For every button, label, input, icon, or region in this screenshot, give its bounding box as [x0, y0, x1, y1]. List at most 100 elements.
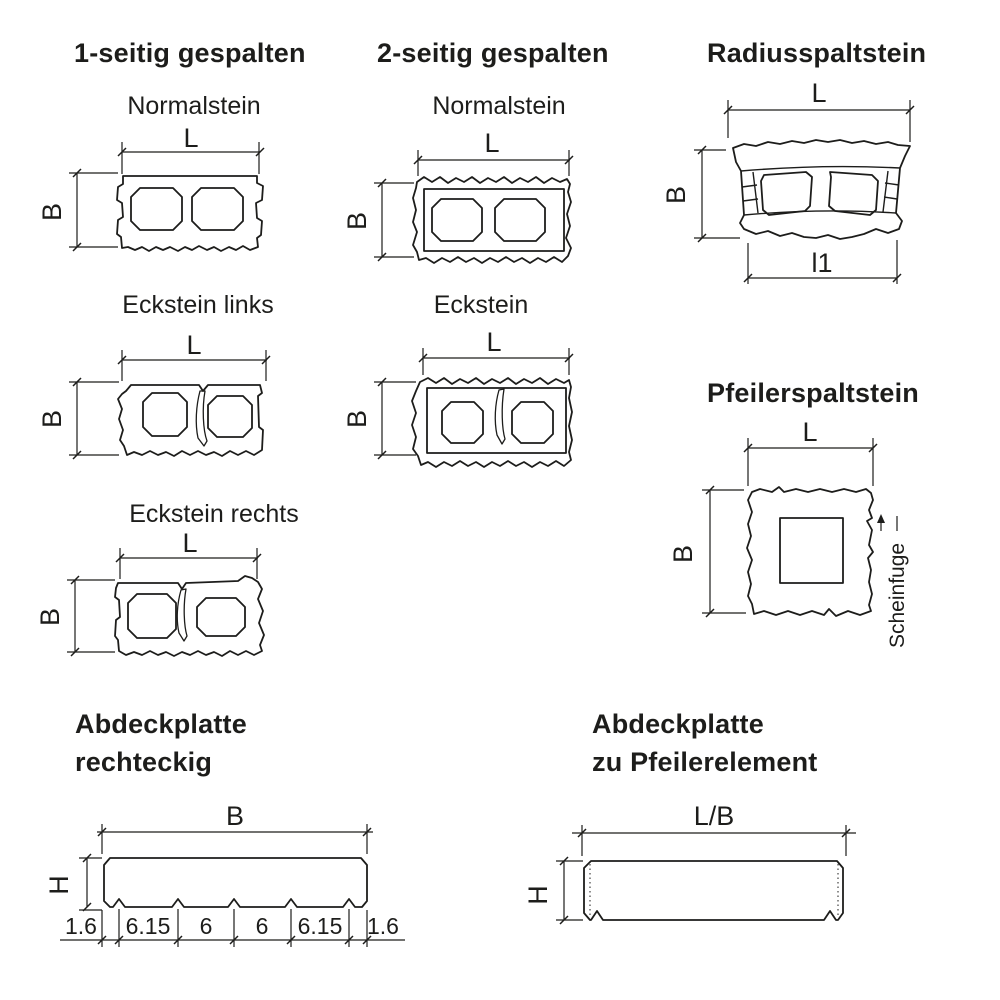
block-outline	[732, 139, 911, 240]
scheinfuge-joint-line	[195, 390, 208, 447]
dim-label-length: L	[811, 78, 826, 108]
dimension-ticks	[705, 443, 878, 618]
block-face-rect	[423, 188, 565, 252]
dim-label-width: B	[37, 410, 67, 428]
drawing-abdeckplatte-pfeilerelement: L/B H	[523, 801, 856, 925]
scheinfuge-arrow-shaft	[880, 516, 898, 531]
section-title-abdeckplatte-rechteckig-line2: rechteckig	[75, 747, 212, 777]
block-outline	[412, 176, 572, 264]
drawing-label: Eckstein	[434, 291, 528, 319]
dim-label-width: B	[342, 410, 372, 428]
dimension-lines	[556, 825, 856, 921]
mortar-strip-lines	[741, 170, 900, 214]
dim-label-width: B	[226, 801, 244, 831]
dim-segment-1: 6.15	[126, 913, 171, 939]
scheinfuge-arrow-icon	[877, 514, 885, 523]
drawing-eckstein-rechts: Eckstein rechts L B	[35, 500, 299, 657]
block-outline	[746, 486, 874, 617]
section-title-abdeckplatte-rechteckig-line1: Abdeckplatte	[75, 709, 247, 739]
dim-segment-4: 6.15	[298, 913, 343, 939]
dim-label-height: H	[523, 885, 553, 905]
dim-label-width: B	[668, 545, 698, 563]
block-hole-left	[142, 392, 188, 437]
dimension-lines	[694, 100, 911, 284]
section-title-pfeilerspaltstein: Pfeilerspaltstein	[707, 378, 919, 408]
block-outline	[411, 377, 573, 468]
dim-segment-3: 6	[256, 913, 269, 939]
section-title-abdeckplatte-pfeiler-line2: zu Pfeilerelement	[592, 747, 817, 777]
dimension-lines	[60, 824, 405, 947]
block-outline	[116, 175, 264, 252]
scheinfuge-joint-line	[494, 388, 506, 445]
dimension-ticks	[377, 353, 574, 460]
dimension-ticks	[82, 827, 372, 945]
dim-label-length: L/B	[694, 801, 735, 831]
section-title-abdeckplatte-pfeiler-line1: Abdeckplatte	[592, 709, 764, 739]
plate-outline	[103, 857, 368, 908]
dimension-lines	[69, 350, 267, 456]
drawing-radiusspaltstein: L B l1	[661, 78, 915, 284]
dim-segment-5: 1.6	[367, 913, 399, 939]
plate-outline	[583, 860, 844, 921]
block-hole-left	[441, 401, 484, 444]
dim-segment-0: 1.6	[65, 913, 97, 939]
drawing-label: Eckstein links	[122, 291, 273, 319]
block-hole-left	[130, 187, 183, 231]
dim-label-width: B	[35, 608, 65, 626]
block-hole-right	[511, 401, 554, 444]
drawing-pfeilerspaltstein: L B Scheinfuge	[668, 417, 909, 648]
drawing-label: Eckstein rechts	[129, 500, 299, 528]
block-hole-right	[494, 198, 546, 242]
dimension-lines	[374, 348, 570, 456]
dimension-ticks	[72, 355, 271, 460]
plate-dotted-joints	[589, 864, 839, 917]
block-hole-right	[196, 597, 246, 637]
dimension-ticks	[559, 828, 851, 925]
block-hole-left	[431, 198, 483, 242]
dim-label-length: L	[186, 330, 201, 360]
block-hole-left	[127, 593, 177, 639]
top-band-edge	[740, 165, 901, 172]
dim-label-length: L	[486, 327, 501, 357]
dimension-lines	[69, 142, 260, 248]
block-hole-right	[191, 187, 244, 231]
dim-label-length: L	[802, 417, 817, 447]
dim-label-length: L	[183, 123, 198, 153]
drawing-eckstein-2seitig: Eckstein L B	[342, 291, 574, 468]
block-hole-center	[779, 517, 844, 584]
drawing-eckstein-links: Eckstein links L B	[37, 291, 274, 460]
dimension-ticks	[697, 105, 915, 283]
drawing-abdeckplatte-rechteckig: B H 1.6 6.15 6 6 6.15 1.6	[44, 801, 405, 947]
drawing-normalstein-2seitig: Normalstein L B	[342, 92, 574, 264]
block-hole-right	[828, 171, 879, 216]
dim-label-length: L	[182, 528, 197, 558]
dimension-lines	[374, 150, 570, 258]
drawing-label: Normalstein	[432, 92, 565, 120]
dim-segment-2: 6	[200, 913, 213, 939]
dimension-lines	[67, 548, 258, 653]
block-outline	[114, 575, 265, 657]
dim-label-inner-length: l1	[811, 248, 832, 278]
dim-label-length: L	[484, 128, 499, 158]
dimension-ticks	[72, 147, 265, 252]
dimension-ticks	[377, 155, 574, 262]
scheinfuge-joint-line	[176, 588, 188, 642]
drawing-label: Normalstein	[127, 92, 260, 120]
drawing-normalstein-1seitig: Normalstein L B	[37, 92, 265, 252]
scheinfuge-label: Scheinfuge	[886, 543, 909, 648]
dim-label-width: B	[37, 203, 67, 221]
block-face-rect	[426, 387, 567, 454]
block-hole-right	[207, 395, 253, 438]
dim-label-height: H	[44, 875, 74, 895]
dimension-lines	[702, 438, 874, 614]
section-title-2-seitig: 2-seitig gespalten	[377, 38, 609, 68]
section-title-1-seitig: 1-seitig gespalten	[74, 38, 306, 68]
section-title-radiusspaltstein: Radiusspaltstein	[707, 38, 926, 68]
block-hole-left	[760, 171, 813, 216]
bottom-band-edge	[743, 210, 897, 216]
dim-label-width: B	[342, 212, 372, 230]
dimension-ticks	[70, 553, 262, 657]
block-outline	[117, 384, 264, 457]
